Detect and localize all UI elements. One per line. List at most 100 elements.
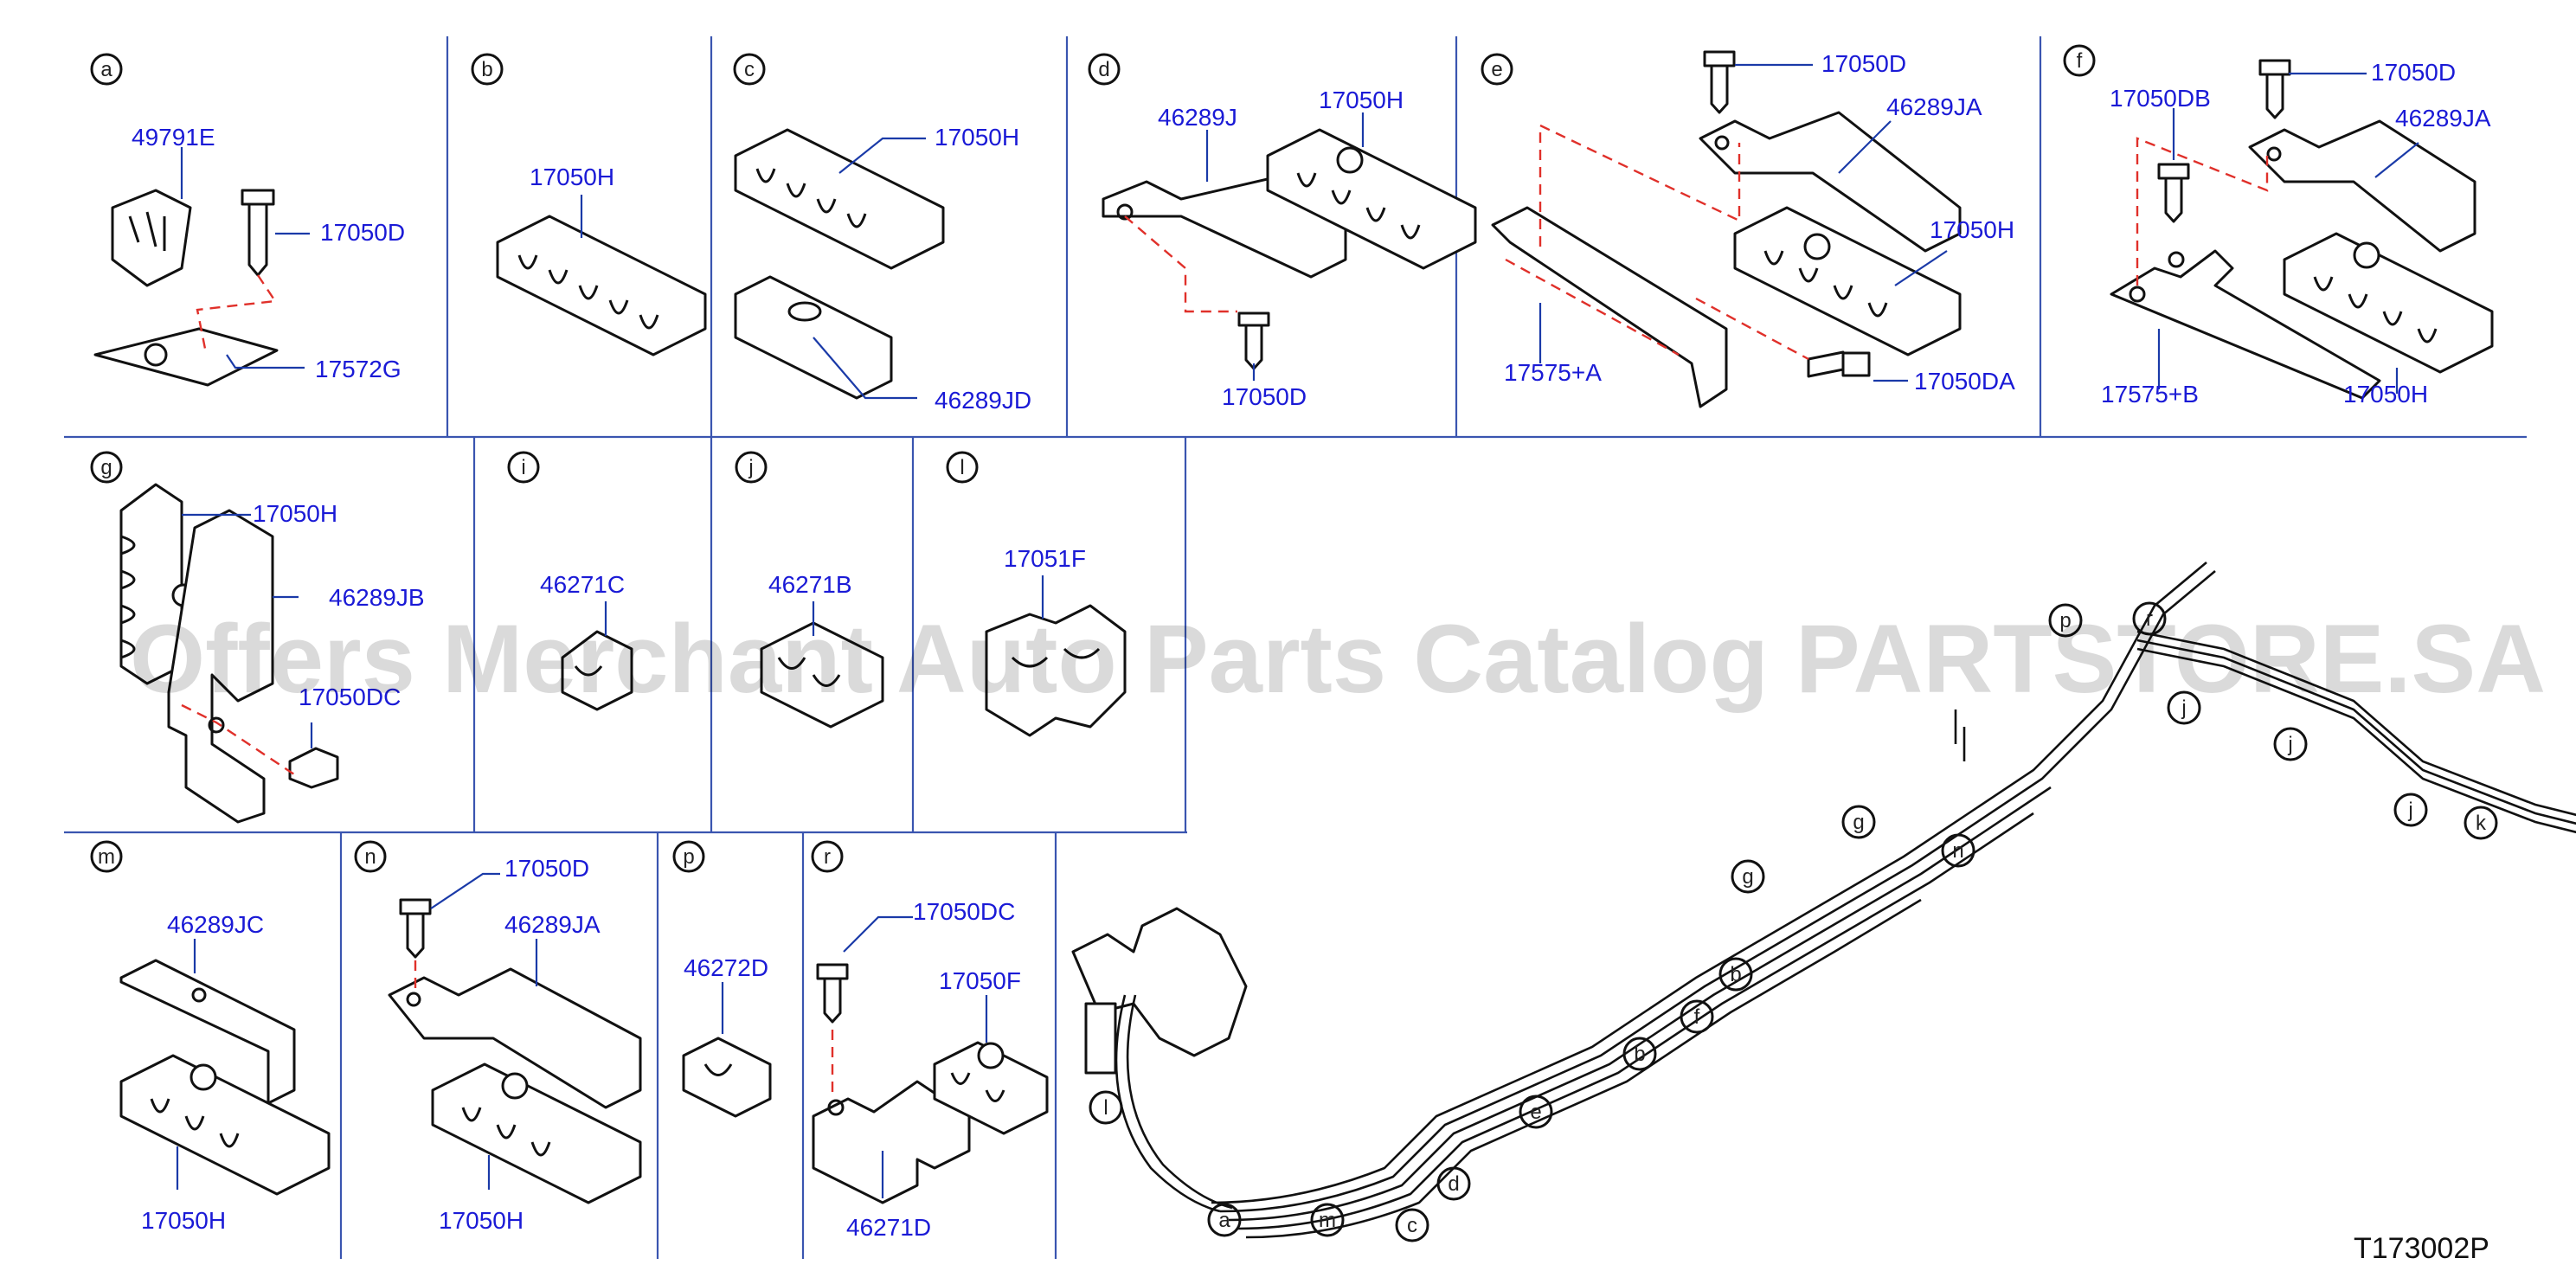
- panel-b: b 17050H: [471, 53, 707, 356]
- overview-callout-a[interactable]: a: [1218, 1209, 1230, 1232]
- overview-callout-b-1[interactable]: b: [1634, 1043, 1645, 1066]
- bolt-17050d-a[interactable]: [241, 189, 275, 277]
- overview-callout-d[interactable]: d: [1448, 1172, 1459, 1196]
- overview-callout-m[interactable]: m: [1319, 1209, 1336, 1232]
- part-label-46272d[interactable]: 46272D: [684, 954, 768, 981]
- part-label-17050dc-g[interactable]: 17050DC: [299, 684, 401, 710]
- bracket-17575b[interactable]: [2110, 249, 2381, 400]
- overview-tube-routing: [1071, 562, 2576, 1239]
- panel-e: e 17050D 46289JA 17050H 17575+A 17050DA: [1481, 50, 2015, 408]
- bolt-17050dc-r[interactable]: [816, 963, 849, 1024]
- part-label-17575a[interactable]: 17575+A: [1504, 359, 1602, 386]
- part-label-46289j[interactable]: 46289J: [1158, 104, 1237, 131]
- panel-c: c 17050H 46289JD: [733, 53, 1031, 414]
- part-label-17050h-b[interactable]: 17050H: [530, 164, 614, 190]
- overview-callout-j-1[interactable]: j: [2181, 697, 2186, 720]
- panel-e-letter: e: [1491, 58, 1502, 81]
- bolt-17050d-n[interactable]: [399, 898, 432, 959]
- bracket-46289jb[interactable]: [167, 509, 274, 824]
- part-label-46289jb[interactable]: 46289JB: [329, 584, 425, 611]
- part-label-17050d-f[interactable]: 17050D: [2371, 59, 2456, 86]
- bolt-17050d-f[interactable]: [2258, 59, 2291, 119]
- part-label-46289ja-f[interactable]: 46289JA: [2395, 105, 2491, 132]
- bracket-17575a[interactable]: [1491, 206, 1728, 408]
- panel-m: m 46289JC 17050H: [90, 840, 331, 1234]
- panel-r-letter: r: [824, 845, 831, 869]
- watermark-text: Offers Merchant Auto Parts Catalog PARTS…: [130, 605, 2546, 713]
- overview-callout-j-3[interactable]: j: [2407, 799, 2412, 822]
- bracket-17572g[interactable]: [93, 327, 279, 387]
- panel-l-letter: l: [960, 456, 964, 479]
- part-label-17050h-e[interactable]: 17050H: [1930, 216, 2014, 243]
- part-label-17050da[interactable]: 17050DA: [1914, 368, 2015, 395]
- bolt-17050da[interactable]: [1807, 350, 1871, 378]
- bracket-46289ja-e[interactable]: [1699, 111, 1962, 253]
- bracket-46289jc[interactable]: [119, 959, 296, 1105]
- part-label-46271d[interactable]: 46271D: [846, 1214, 931, 1241]
- panel-j-letter: j: [748, 456, 753, 479]
- grommet-49791e[interactable]: [111, 189, 192, 287]
- part-label-17050db[interactable]: 17050DB: [2110, 85, 2211, 112]
- part-label-46271c[interactable]: 46271C: [540, 571, 625, 598]
- bracket-46271d[interactable]: [812, 1080, 971, 1204]
- part-label-46289jc[interactable]: 46289JC: [167, 911, 264, 938]
- overview-callout-g-2[interactable]: g: [1853, 811, 1864, 834]
- clip-46272d[interactable]: [682, 1037, 772, 1118]
- clip-17050h-n[interactable]: [431, 1063, 642, 1204]
- part-label-17050h-d[interactable]: 17050H: [1319, 87, 1404, 113]
- overview-callout-g-1[interactable]: g: [1742, 865, 1753, 889]
- bolt-17050d-e[interactable]: [1703, 50, 1736, 114]
- bolt-17050db[interactable]: [2157, 163, 2190, 223]
- panel-l: l 17051F: [946, 451, 1127, 737]
- part-label-17575b[interactable]: 17575+B: [2101, 381, 2199, 408]
- part-label-46271b[interactable]: 46271B: [768, 571, 852, 598]
- part-label-46289ja-n[interactable]: 46289JA: [504, 911, 601, 938]
- overview-callout-l[interactable]: l: [1103, 1096, 1108, 1120]
- bolt-17050dc-g[interactable]: [288, 747, 339, 789]
- part-label-17050h-f[interactable]: 17050H: [2343, 381, 2428, 408]
- panel-p: p 46272D: [672, 840, 772, 1118]
- overview-callout-c[interactable]: c: [1407, 1214, 1417, 1237]
- part-label-49791e[interactable]: 49791E: [132, 124, 215, 151]
- bracket-46289ja-n[interactable]: [388, 967, 642, 1109]
- part-label-17050d-d[interactable]: 17050D: [1222, 383, 1307, 410]
- part-label-17050dc-r[interactable]: 17050DC: [913, 898, 1015, 925]
- overview-callout-k[interactable]: k: [2476, 812, 2487, 835]
- part-label-46289jd[interactable]: 46289JD: [935, 387, 1031, 414]
- part-label-17572g[interactable]: 17572G: [315, 356, 401, 382]
- overview-callout-f[interactable]: f: [1694, 1005, 1700, 1029]
- part-label-17050d[interactable]: 17050D: [320, 219, 405, 246]
- part-label-17051f[interactable]: 17051F: [1004, 545, 1086, 572]
- overview-callout-n[interactable]: n: [1952, 839, 1963, 863]
- overview-callout-b-2[interactable]: b: [1730, 963, 1741, 986]
- clip-17050h-d[interactable]: [1266, 128, 1477, 270]
- drawing-code: T173002P: [2354, 1232, 2489, 1265]
- part-label-17050f[interactable]: 17050F: [939, 967, 1021, 994]
- part-label-17050h-n[interactable]: 17050H: [439, 1207, 524, 1234]
- clip-17050h-f[interactable]: [2283, 232, 2494, 374]
- part-label-46289ja-e[interactable]: 46289JA: [1886, 93, 1982, 120]
- clip-17050h-m[interactable]: [119, 1054, 331, 1196]
- part-label-17050h-g[interactable]: 17050H: [253, 500, 337, 527]
- clip-17050h-b[interactable]: [496, 215, 707, 356]
- panel-j: j 46271B: [735, 451, 884, 729]
- panel-n-letter: n: [364, 845, 376, 869]
- clip-17051f[interactable]: [985, 604, 1127, 737]
- clip-17050h-e[interactable]: [1733, 206, 1962, 356]
- bracket-46289ja-f[interactable]: [2248, 119, 2476, 253]
- bolt-17050d-d[interactable]: [1237, 311, 1270, 370]
- overview-callout-j-2[interactable]: j: [2287, 733, 2292, 756]
- panel-r: r 17050DC 17050F 46271D: [811, 840, 1049, 1241]
- part-label-17050h-c[interactable]: 17050H: [935, 124, 1019, 151]
- overview-callout-e[interactable]: e: [1530, 1101, 1541, 1124]
- part-label-17050d-n[interactable]: 17050D: [504, 855, 589, 882]
- clip-17050f[interactable]: [933, 1041, 1049, 1135]
- panel-g-letter: g: [100, 456, 112, 479]
- part-label-17050h-m[interactable]: 17050H: [141, 1207, 226, 1234]
- panel-p-letter: p: [683, 845, 694, 869]
- clip-17050h-c[interactable]: [734, 128, 945, 270]
- overview-callout-r[interactable]: r: [2146, 607, 2153, 631]
- part-label-17050d-e[interactable]: 17050D: [1821, 50, 1906, 77]
- overview-callout-p[interactable]: p: [2059, 609, 2071, 632]
